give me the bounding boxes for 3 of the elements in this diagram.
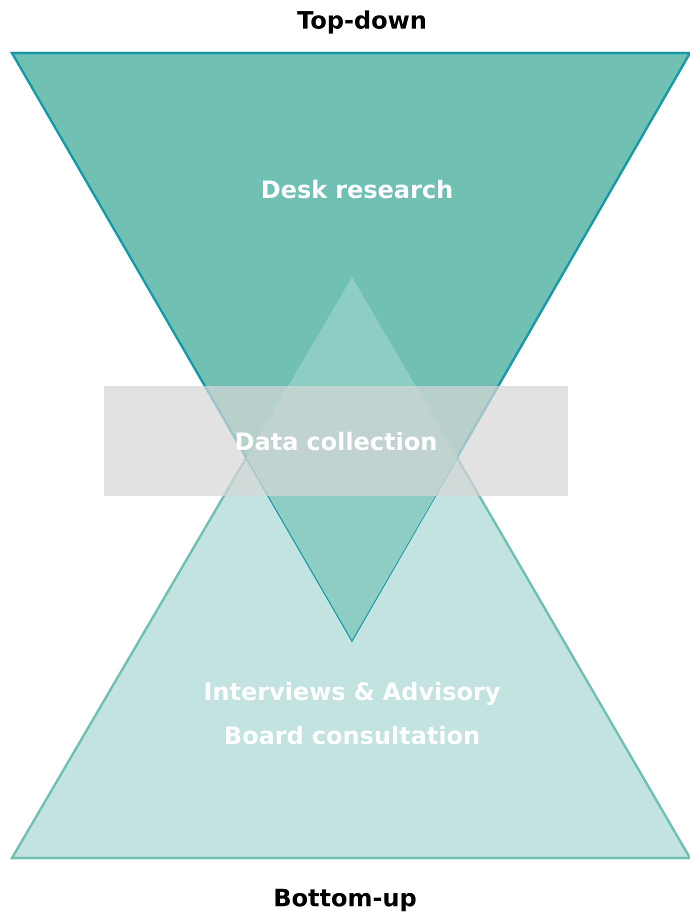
heading: Bottom-up: [275, 888, 416, 912]
heading: Top-down: [297, 10, 426, 34]
label-band: Data collection: [104, 386, 568, 496]
